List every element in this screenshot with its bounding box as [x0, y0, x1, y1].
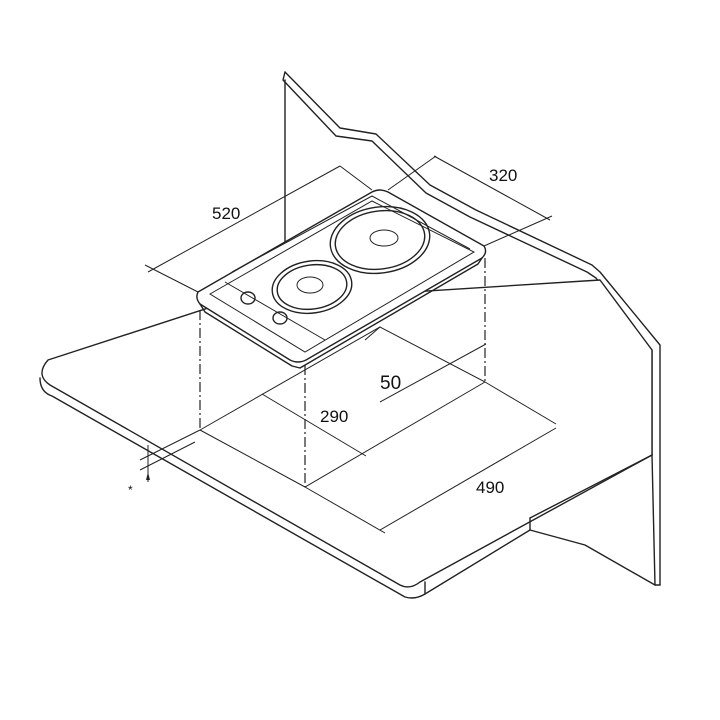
dimension-lines [139, 155, 557, 534]
cutout-width-label: 490 [476, 478, 504, 497]
control-knob-icon[interactable] [240, 291, 256, 305]
worktop [39, 279, 656, 599]
thickness-marker: * [128, 483, 133, 497]
hob [196, 189, 487, 369]
wall-clearance-label: 50 [380, 373, 401, 394]
control-knob-icon[interactable] [272, 311, 288, 325]
cutout-depth-label: 290 [320, 407, 348, 426]
hob-depth-label: 320 [489, 166, 517, 185]
hob-width-label: 520 [212, 204, 240, 223]
large-burner [329, 205, 431, 275]
small-burner [271, 259, 353, 315]
